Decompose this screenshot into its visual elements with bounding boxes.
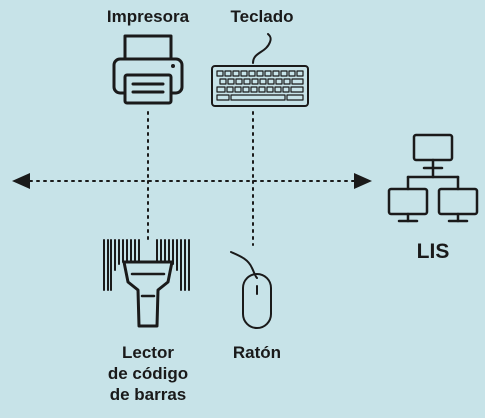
printer-icon xyxy=(112,34,184,105)
scanner-label-line-2: de código xyxy=(107,364,189,383)
network-icon xyxy=(387,133,479,223)
connection-lines xyxy=(29,111,359,246)
arrow-right-icon xyxy=(354,173,372,189)
printer-label: Impresora xyxy=(106,7,190,26)
scanner-label-line-1: Lector xyxy=(122,343,174,362)
scanner-label-line-3: de barras xyxy=(109,385,187,404)
arrow-left-icon xyxy=(12,173,30,189)
mouse-label: Ratón xyxy=(232,343,282,362)
lis-label: LIS xyxy=(416,240,450,263)
keyboard-icon xyxy=(211,33,309,107)
barcode-scanner-icon xyxy=(103,239,190,328)
keyboard-label: Teclado xyxy=(230,7,294,26)
mouse-icon xyxy=(230,251,272,329)
